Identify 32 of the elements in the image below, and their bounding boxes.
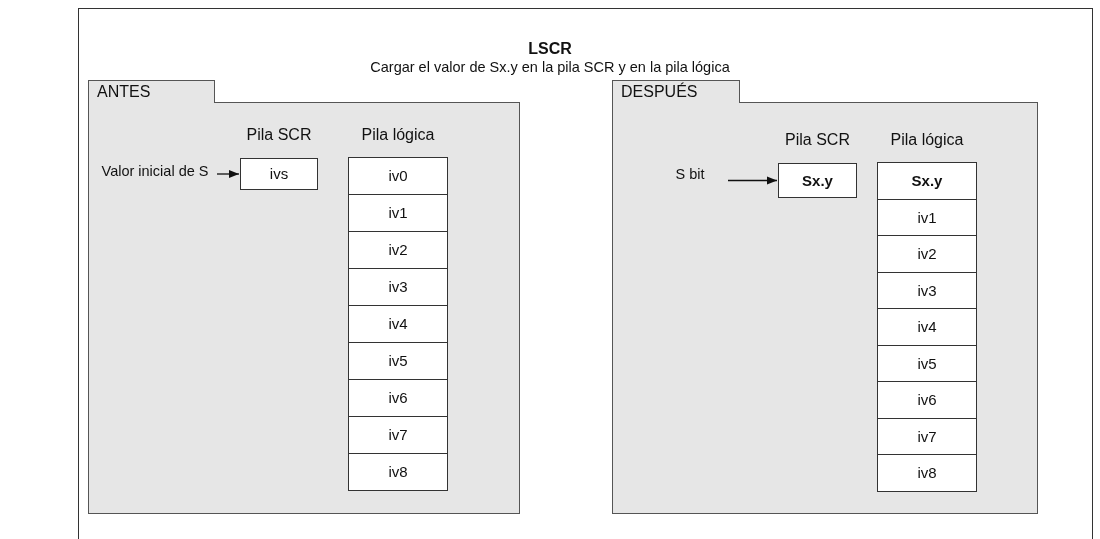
column-heading: Pila lógica — [889, 130, 965, 150]
stack-cell: iv4 — [877, 308, 977, 346]
stack-cell: iv8 — [877, 454, 977, 492]
stack-cell: iv0 — [348, 157, 448, 195]
stack-cell: iv5 — [877, 344, 977, 382]
stack-cell: Sx.y — [877, 162, 977, 200]
stack-cell: iv3 — [877, 271, 977, 309]
register-cell: Sx.y — [778, 163, 857, 198]
stack-cell: iv4 — [348, 305, 448, 343]
stack-cell: iv6 — [348, 379, 448, 417]
column-heading: Pila lógica — [360, 125, 436, 145]
stack-cell: iv6 — [877, 381, 977, 419]
panel-tab: DESPUÉS — [612, 80, 740, 103]
stack-cell: iv8 — [348, 453, 448, 491]
panel-tab: ANTES — [88, 80, 215, 103]
stack-cell: iv2 — [877, 235, 977, 273]
subtitle-note: Cargar el valor de Sx.y en la pila SCR y en la pila lógica — [369, 59, 731, 76]
column-heading: Pila SCR — [245, 125, 313, 145]
stack-cell: iv1 — [877, 198, 977, 236]
input-label: Valor inicial de S — [96, 162, 214, 181]
arrow — [727, 176, 778, 185]
stack-cell: iv2 — [348, 231, 448, 269]
stack-cell: iv7 — [877, 417, 977, 455]
register-cell: ivs — [240, 158, 318, 190]
arrow — [216, 169, 240, 179]
stack-cell: iv7 — [348, 416, 448, 454]
input-label: S bit — [655, 165, 725, 184]
diagram-title: LSCR — [527, 40, 573, 58]
stack-cell: iv3 — [348, 268, 448, 306]
stack-cell: iv5 — [348, 342, 448, 380]
stack-cell: iv1 — [348, 194, 448, 232]
column-heading: Pila SCR — [784, 130, 851, 150]
